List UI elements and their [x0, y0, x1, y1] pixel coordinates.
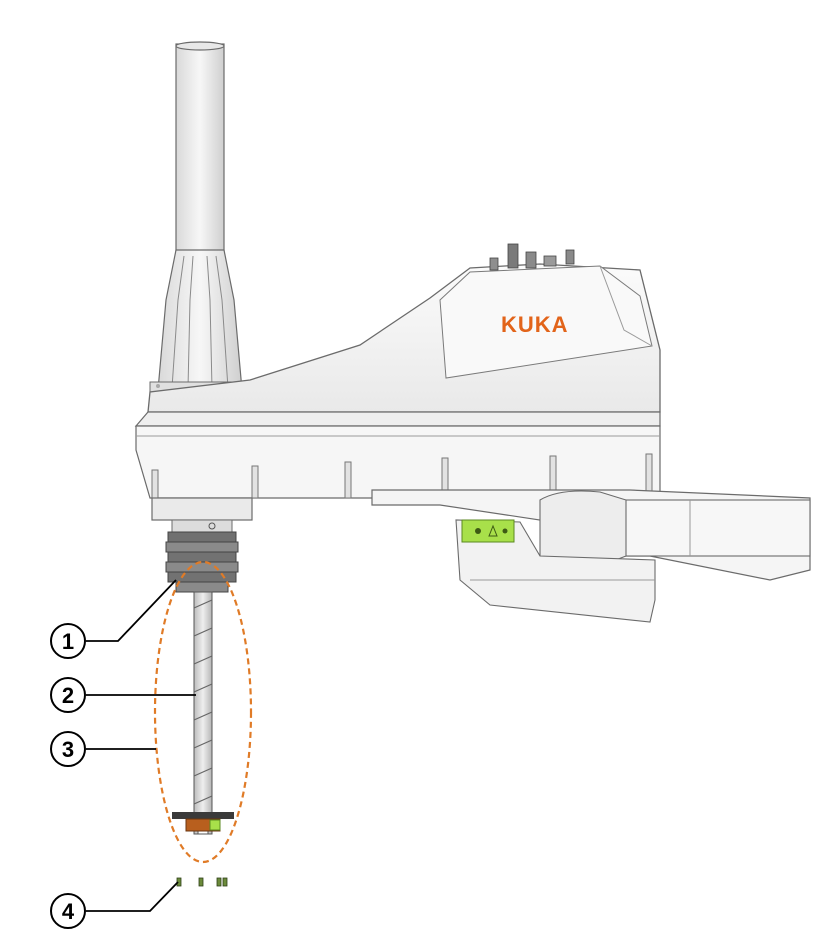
kuka-logo: KUKA: [501, 312, 569, 337]
bellows: [165, 531, 239, 593]
callout-1: 1: [50, 623, 86, 659]
ball-screw-spline: [193, 591, 213, 835]
upper-housing: [147, 243, 661, 413]
flange-nut: [172, 812, 234, 832]
callout-1-label: 1: [62, 629, 74, 654]
dashed-outline: [153, 560, 253, 864]
callout-4-label: 4: [62, 899, 75, 924]
callout-2: 2: [50, 677, 86, 713]
lower-body: [134, 411, 661, 533]
mounting-screws: [176, 877, 228, 887]
second-arm: [371, 489, 811, 623]
callout-leaders: [86, 579, 196, 912]
callout-2-label: 2: [62, 683, 74, 708]
vertical-column: [149, 41, 247, 395]
callout-3: 3: [50, 731, 86, 767]
callout-3-label: 3: [62, 737, 74, 762]
callout-4: 4: [50, 893, 86, 929]
